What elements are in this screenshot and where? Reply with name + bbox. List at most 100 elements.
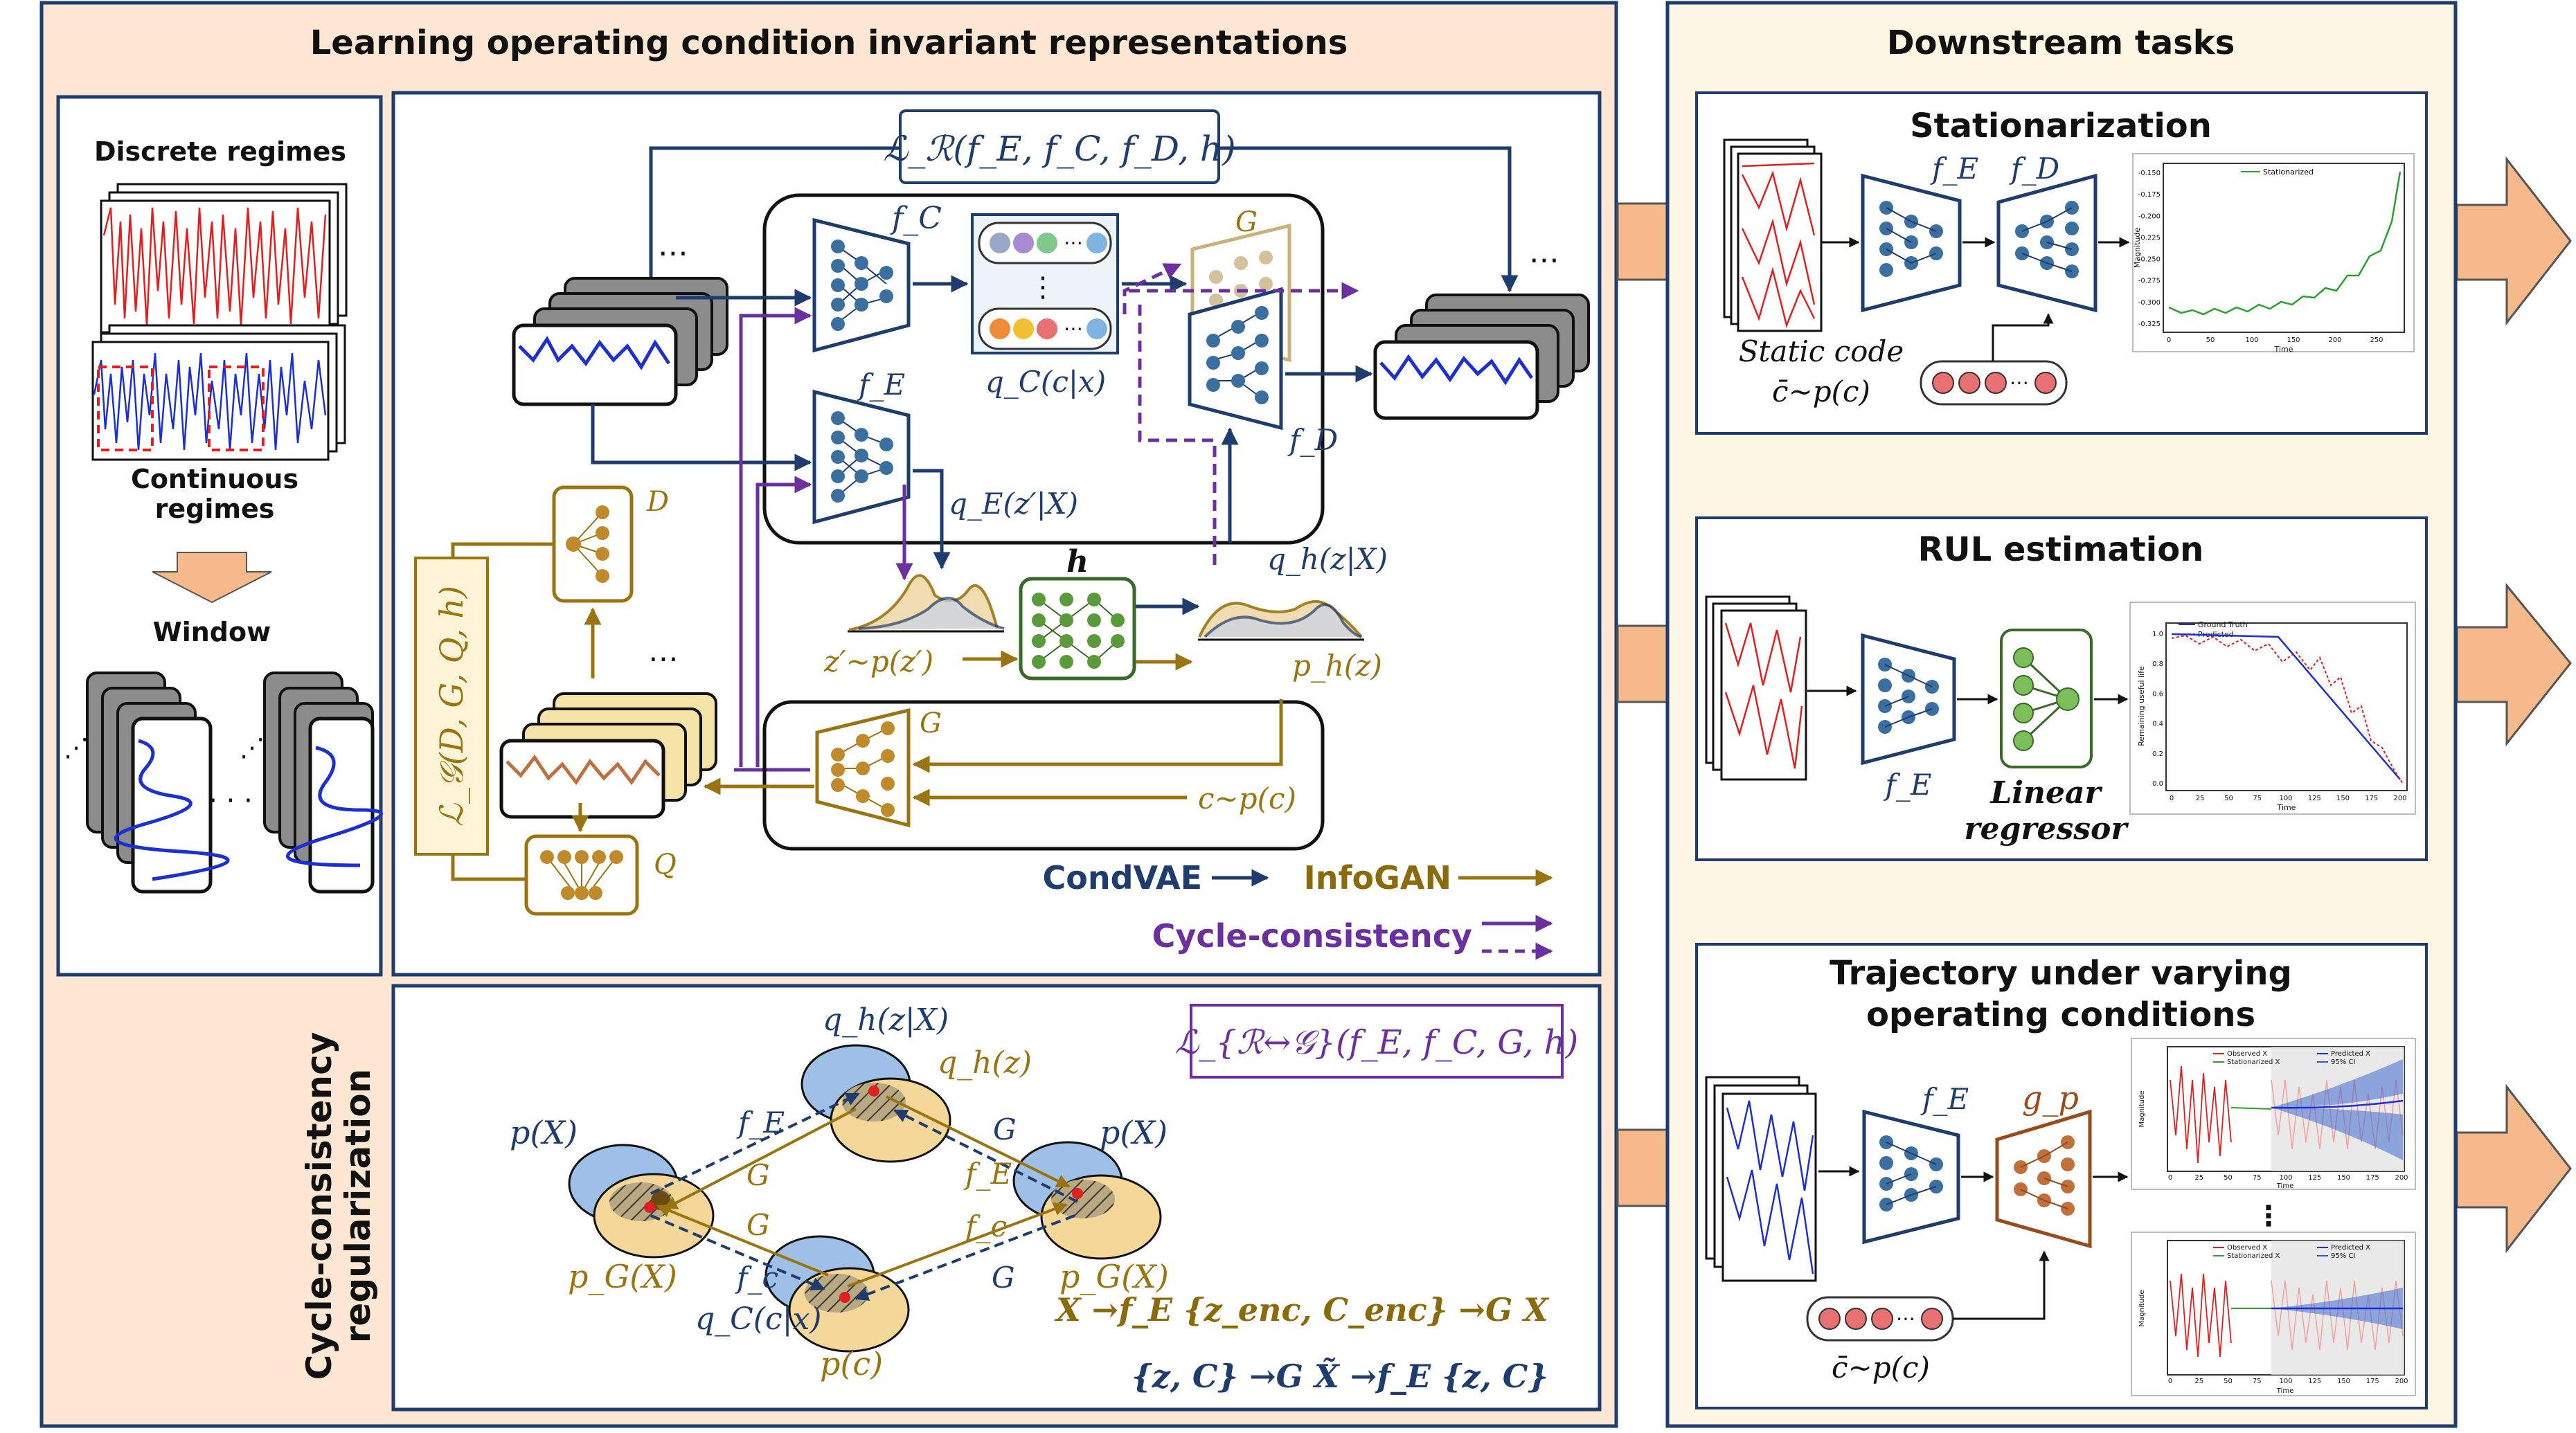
fd-decoder-network (1188, 287, 1283, 431)
generator-network (815, 708, 911, 828)
traj-legend-label: Stationarized X (2227, 1058, 2280, 1066)
traj-legend-label: Stationarized X (2227, 1252, 2280, 1260)
left-panel: Learning operating condition invariant r… (39, 1, 1618, 1428)
rul-fe-network (1861, 633, 1956, 766)
continuous-signal-stack (91, 324, 346, 461)
x-tick-label: 150 (2337, 1378, 2350, 1385)
cycle-eq-2: {z, C} →G X̃ →f_E {z, C} (1132, 1358, 1548, 1395)
h-label: h (1066, 544, 1089, 579)
x-tick-label: 0 (2167, 336, 2171, 344)
trajectory-title-1: Trajectory under varying (1830, 954, 2292, 993)
regressor-label-1: Linear (1989, 775, 2102, 811)
trajectory-vdots: ⋮ (2255, 1200, 2282, 1232)
svg-text:⋮: ⋮ (1029, 271, 1057, 303)
qe-label: q_E(z′|X) (949, 487, 1078, 521)
ph-label: p_h(z) (1292, 649, 1382, 683)
static-code-label: Static code (1739, 334, 1904, 368)
traj-legend-label: Predicted X (2331, 1050, 2370, 1058)
rul-fe-label: f_E (1883, 768, 1931, 802)
cycle-eq-1: X →f_E {z_enc, C_enc} →G X (1054, 1291, 1550, 1328)
window-stack-left (86, 672, 230, 894)
gp-network (1995, 1109, 2092, 1249)
x-tick-label: 100 (2279, 1378, 2292, 1385)
traj-legend-label: Observed X (2227, 1050, 2267, 1058)
rul-legend-truth: Ground Truth (2198, 620, 2248, 629)
y-tick-label: -0.250 (2138, 256, 2161, 264)
stat-legend-label: Stationarized (2263, 168, 2314, 177)
output-window-stack (1373, 294, 1590, 420)
traj1-xlabel: Time (2276, 1182, 2293, 1190)
latent-code-box: ⋯ ⋮ ⋯ (971, 213, 1119, 354)
window-ellipsis-right: ⋰ (240, 734, 265, 762)
x-tick-label: 200 (2395, 1378, 2408, 1385)
legend: CondVAE InfoGAN Cycle-consistency (1042, 859, 1553, 960)
x-tick-label: 0 (2170, 795, 2174, 802)
traj-fe-label: f_E (1920, 1082, 1969, 1116)
svg-text:⋯: ⋯ (1064, 231, 1083, 254)
x-tick-label: 200 (2395, 1174, 2408, 1182)
window-label: Window (153, 617, 271, 647)
edge-g1: G (746, 1158, 770, 1192)
x-tick-label: 75 (2253, 1378, 2262, 1385)
node-pg-right: p_G(X) (1059, 1258, 1169, 1295)
stat-xlabel: Time (2274, 345, 2293, 354)
traj-legend-label: 95% CI (2331, 1252, 2355, 1260)
node-pc: p(c) (820, 1345, 883, 1382)
q-label: Q (654, 849, 677, 881)
code-prior-label-2: c̄~p(c) (1832, 1351, 1930, 1385)
traj-legend-label: Predicted X (2331, 1244, 2370, 1252)
ellipse-left (568, 1144, 715, 1259)
left-panel-title: Learning operating condition invariant r… (310, 24, 1348, 62)
x-tick-label: 150 (2287, 336, 2300, 344)
trajectory-box: Trajectory under varying operating condi… (1695, 943, 2428, 1409)
node-qc-cx: q_C(c|x) (695, 1301, 821, 1337)
y-tick-label: -0.275 (2138, 278, 2161, 285)
x-tick-label: 75 (2253, 1174, 2262, 1182)
rul-xlabel: Time (2277, 803, 2296, 812)
x-tick-label: 0 (2168, 1174, 2172, 1182)
window-dots: · · · (208, 785, 253, 817)
fd-label: f_D (1287, 423, 1338, 457)
trajectory-input-stack (1705, 1076, 1817, 1282)
fe-label: f_E (857, 368, 905, 402)
y-tick-label: -0.325 (2138, 321, 2161, 328)
stat-fe-label: f_E (1930, 152, 1978, 186)
x-tick-label: 100 (2245, 336, 2258, 344)
edge-fe2: f_E (963, 1157, 1012, 1191)
y-tick-label: 0.8 (2152, 660, 2163, 668)
regressor-label-2: regressor (1964, 811, 2129, 847)
x-tick-label: 175 (2366, 1174, 2379, 1182)
cycle-side-label-2: regularization (338, 1069, 378, 1343)
traj-legend-label: 95% CI (2331, 1058, 2355, 1066)
h-network (1019, 577, 1136, 681)
density-qe (848, 574, 1005, 633)
generated-window-stack (499, 692, 717, 819)
x-tick-label: 75 (2253, 795, 2262, 802)
x-tick-label: 50 (2206, 336, 2215, 344)
svg-text:⋯: ⋯ (1896, 1307, 1915, 1330)
stationarization-box: Stationarization Static code c̄~p(c) f_E (1695, 91, 2428, 435)
rul-ylabel: Remaining useful life (2137, 666, 2146, 746)
discrete-regimes-label: Discrete regimes (94, 136, 346, 167)
node-px-right: p(X) (1100, 1114, 1168, 1151)
node-pg-left: p_G(X) (568, 1258, 677, 1295)
x-tick-label: 50 (2224, 1174, 2233, 1182)
fe-encoder-network (812, 389, 911, 525)
traj2-ylabel: Magnitude (2138, 1290, 2146, 1327)
loss-reconstruction: ℒ_ℛ(f_E, f_C, f_D, h) (883, 129, 1235, 169)
stat-fd-label: f_D (2009, 152, 2059, 186)
y-tick-label: -0.300 (2138, 299, 2161, 307)
traj-fe-network (1862, 1109, 1960, 1245)
down-arrow-icon (152, 552, 272, 604)
traj2-xlabel: Time (2276, 1387, 2293, 1395)
x-tick-label: 200 (2328, 336, 2341, 344)
y-tick-label: 1.0 (2152, 631, 2163, 638)
loss-gan: ℒ_𝒢(D, G, Q, h) (433, 586, 470, 827)
x-tick-label: 25 (2194, 1174, 2203, 1182)
node-qh-z: q_h(z) (938, 1045, 1032, 1081)
window-ellipsis-left: ⋰ (64, 734, 89, 762)
